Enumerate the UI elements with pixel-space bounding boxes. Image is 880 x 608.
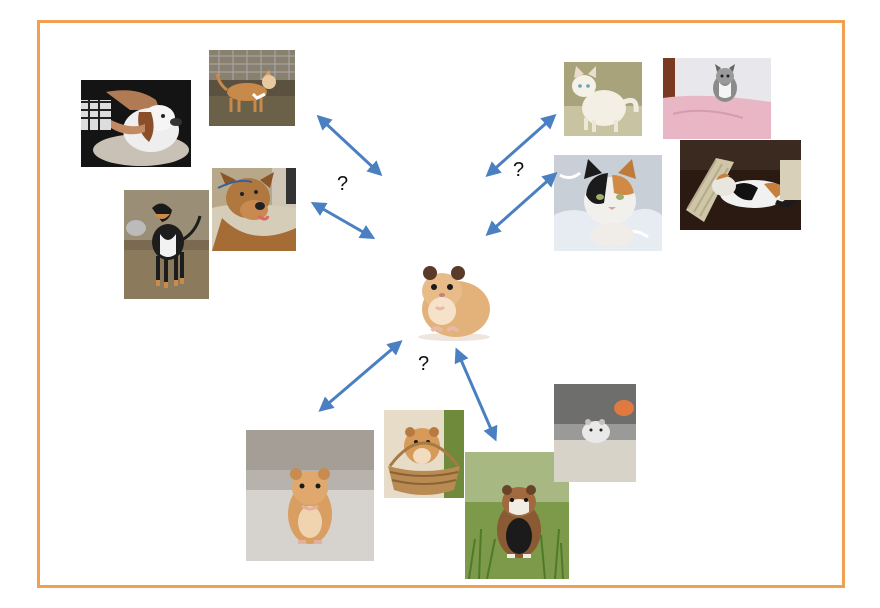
diagram-frame	[37, 20, 845, 588]
cat-photo-white-kitten	[564, 62, 642, 136]
dog-photo-tan-dog-closeup	[212, 168, 296, 251]
question-mark-cats: ?	[513, 159, 525, 181]
question-mark-dogs: ?	[337, 173, 349, 195]
hamster-photo-golden-standing	[246, 430, 374, 561]
hamster-photo-in-basket	[384, 410, 464, 498]
question-mark-hamsters: ?	[418, 353, 430, 375]
hamster-photo-white-dwarf	[554, 384, 636, 482]
dog-photo-black-and-tan-dog	[124, 190, 209, 299]
cat-photo-calico-kitten	[554, 155, 662, 251]
hamster-photo	[408, 257, 500, 343]
cat-photo-gray-kitten-on-pink	[663, 58, 771, 139]
hamster-photo-wild-in-grass	[465, 452, 569, 579]
dog-photo-tan-dog-standing	[209, 50, 295, 126]
cat-photo-calico-on-scratcher	[680, 140, 801, 230]
dog-photo-pitbull-with-hand	[81, 80, 191, 167]
